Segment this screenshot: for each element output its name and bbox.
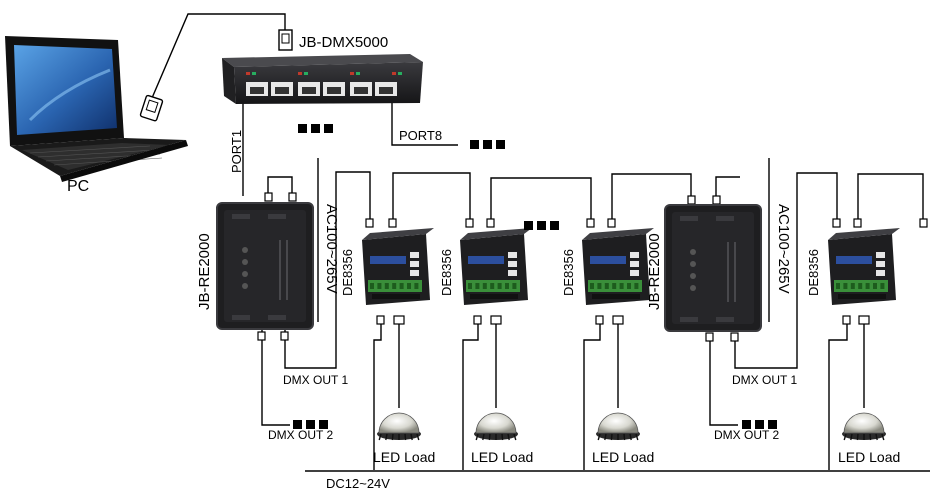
dmx-decoder-icon — [828, 228, 900, 305]
dmx-out2-label-a: DMX OUT 2 — [268, 428, 334, 442]
ellipsis-squares-icon — [524, 221, 559, 230]
led-load-label-2: LED Load — [471, 449, 534, 465]
dmx-splitter-icon — [216, 202, 314, 330]
splitter-2-label: JB-RE2000 — [646, 233, 663, 310]
dmx-decoder-icon — [460, 228, 532, 305]
decoder-4-label: DE8356 — [806, 249, 821, 296]
led-dome-light-icon — [474, 412, 518, 441]
port8-wire — [391, 103, 458, 146]
pc-label: PC — [67, 178, 90, 195]
dmx-out1-label-b: DMX OUT 1 — [732, 373, 798, 387]
wires — [151, 13, 930, 472]
dmx-decoder-icon — [362, 228, 434, 305]
dmx-out2-wire-a — [261, 330, 290, 426]
ellipsis-squares-icon — [742, 420, 777, 429]
led-load-label-3: LED Load — [592, 449, 655, 465]
decoder-3-label: DE8356 — [561, 249, 576, 296]
port1-label: PORT1 — [229, 129, 244, 173]
ellipsis-squares-icon — [293, 420, 328, 429]
led-load-label-1: LED Load — [373, 449, 436, 465]
led-dome-light-icon — [377, 412, 421, 441]
usb-cable — [151, 13, 286, 99]
dmx-splitter-icon — [664, 204, 762, 332]
splitter-1-label: JB-RE2000 — [196, 233, 213, 310]
dmx-out2-label-b: DMX OUT 2 — [714, 428, 780, 442]
dmx-out1-label-a: DMX OUT 1 — [283, 373, 349, 387]
dmx-out1-wire-a — [284, 171, 371, 369]
decoder-2-label: DE8356 — [439, 249, 454, 296]
dmx-controller-icon — [222, 54, 423, 104]
laptop-icon — [5, 36, 188, 182]
decoder-1-label: DE8356 — [340, 249, 355, 296]
dmx-out2-wire-b — [709, 333, 738, 426]
power-label: DC12~24V — [326, 476, 390, 491]
dmx-decoder-icon — [582, 228, 654, 305]
led-load-label-4: LED Load — [838, 449, 901, 465]
led-dome-light-icon — [842, 412, 886, 441]
ac-label-2: AC100~265V — [775, 204, 792, 294]
ellipsis-squares-icon — [470, 140, 505, 149]
led-dome-light-icon — [596, 412, 640, 441]
dmx-out1-wire-b — [734, 172, 838, 369]
ac-label-1: AC100~265V — [323, 204, 340, 294]
usb-plug-icon — [278, 29, 293, 51]
controller-label: JB-DMX5000 — [299, 34, 389, 51]
port8-label: PORT8 — [399, 128, 443, 143]
ellipsis-squares-icon — [298, 124, 333, 133]
